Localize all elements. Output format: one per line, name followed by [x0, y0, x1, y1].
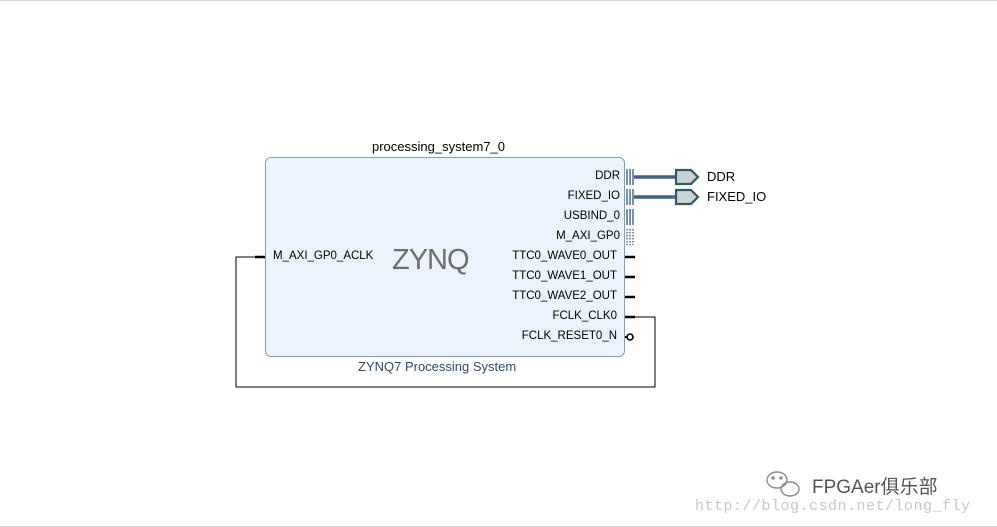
port-m-axi-gp0[interactable]: M_AXI_GP0 [556, 230, 620, 242]
port-ttc0-wave0-out[interactable]: TTC0_WAVE0_OUT [512, 250, 617, 262]
external-port-icon[interactable] [674, 168, 700, 186]
instance-name: processing_system7_0 [372, 139, 505, 154]
fclk-to-aclk-net[interactable] [235, 256, 656, 388]
watermark-brand: FPGAer俱乐部 [812, 477, 938, 498]
block-title: ZYNQ7 Processing System [358, 359, 517, 374]
wechat-icon [766, 471, 800, 497]
port-fclk-clk0[interactable]: FCLK_CLK0 [552, 310, 617, 322]
port-ttc0-wave2-out[interactable]: TTC0_WAVE2_OUT [512, 290, 617, 302]
external-port-ddr-label[interactable]: DDR [707, 169, 736, 184]
m-axi-gp0-bus-dotted[interactable] [626, 229, 634, 245]
port-fclk-reset0-n[interactable]: FCLK_RESET0_N [521, 330, 617, 342]
bus-connector-icon [626, 169, 634, 225]
inversion-bubble-icon [626, 333, 634, 341]
external-port-icon[interactable] [674, 188, 700, 206]
watermark-url: http://blog.csdn.net/long_fly [695, 498, 971, 515]
port-m-axi-gp0-aclk[interactable]: M_AXI_GP0_ACLK [273, 250, 374, 262]
zynq-ip-block[interactable] [265, 157, 625, 357]
zynq-logo-text: ZYNQ [392, 244, 470, 276]
port-usbind-0[interactable]: USBIND_0 [563, 210, 620, 222]
port-ttc0-wave1-out[interactable]: TTC0_WAVE1_OUT [512, 270, 617, 282]
external-port-fixed-io-label[interactable]: FIXED_IO [707, 189, 767, 204]
port-fixed-io[interactable]: FIXED_IO [567, 190, 620, 202]
port-ddr[interactable]: DDR [595, 170, 620, 182]
